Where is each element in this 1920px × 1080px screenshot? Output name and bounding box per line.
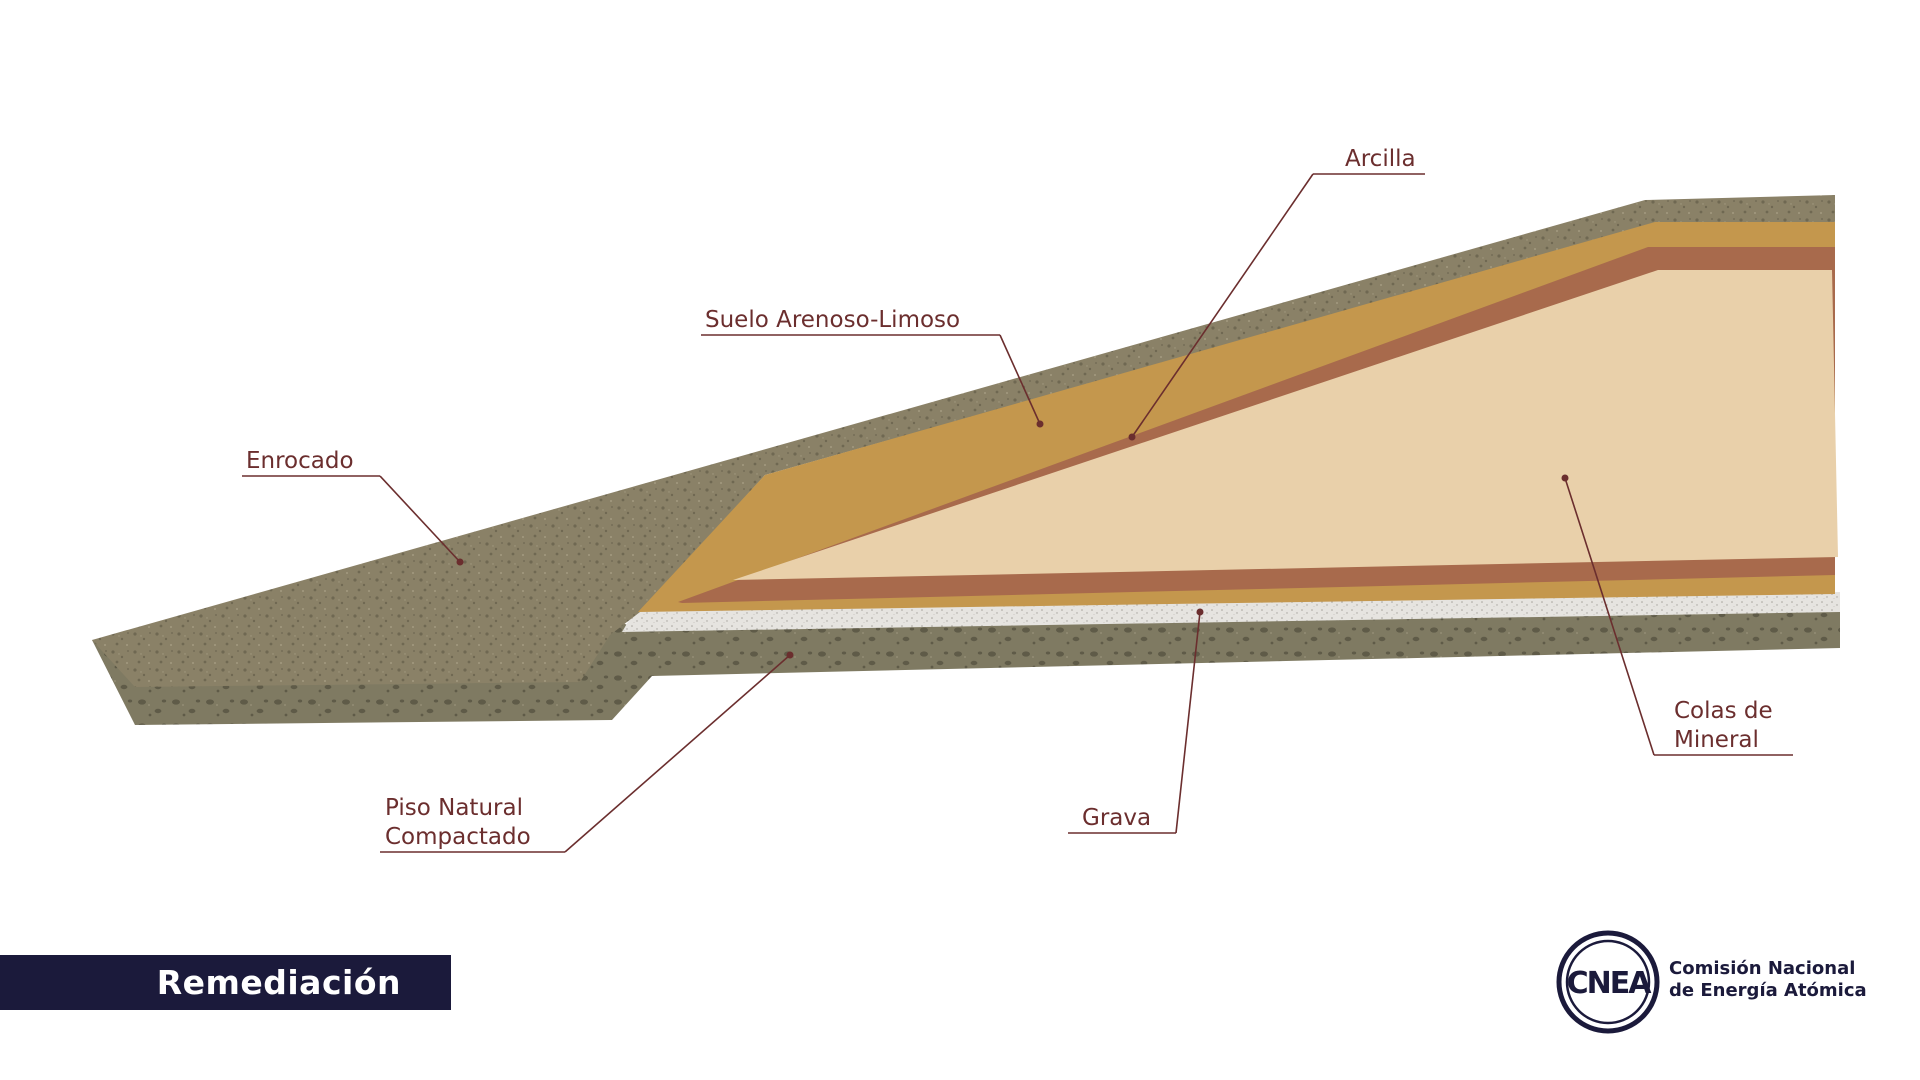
svg-text:CNEA: CNEA xyxy=(1567,966,1653,1001)
organization-name: Comisión Nacional de Energía Atómica xyxy=(1669,958,1867,1002)
svg-text:Grava: Grava xyxy=(1082,805,1151,831)
label-colas-de-mineral: Colas de Mineral xyxy=(1561,474,1793,756)
grava-layer xyxy=(622,592,1840,632)
enrocado-layer xyxy=(92,195,1835,687)
svg-text:Piso Natural: Piso Natural xyxy=(385,795,523,821)
label-piso-natural-compactado: Piso Natural Compactado xyxy=(380,651,794,853)
section-title-bar: Remediación xyxy=(0,955,451,1010)
cnea-logo-icon: CNEA xyxy=(1556,930,1660,1034)
label-arcilla: Arcilla xyxy=(1128,146,1425,441)
org-name-line-1: Comisión Nacional xyxy=(1669,958,1856,979)
label-enrocado: Enrocado xyxy=(242,448,464,566)
svg-text:Suelo Arenoso-Limoso: Suelo Arenoso-Limoso xyxy=(705,307,960,333)
svg-text:Mineral: Mineral xyxy=(1674,727,1759,753)
svg-text:Enrocado: Enrocado xyxy=(246,448,354,474)
colas-layer xyxy=(733,270,1838,580)
org-name-line-2: de Energía Atómica xyxy=(1669,980,1867,1001)
label-grava: Grava xyxy=(1068,608,1204,834)
svg-text:Arcilla: Arcilla xyxy=(1345,146,1416,172)
svg-text:Colas de: Colas de xyxy=(1674,698,1773,724)
section-title: Remediación xyxy=(156,963,401,1002)
svg-text:Compactado: Compactado xyxy=(385,824,531,850)
label-suelo-arenoso-limoso: Suelo Arenoso-Limoso xyxy=(701,307,1044,428)
